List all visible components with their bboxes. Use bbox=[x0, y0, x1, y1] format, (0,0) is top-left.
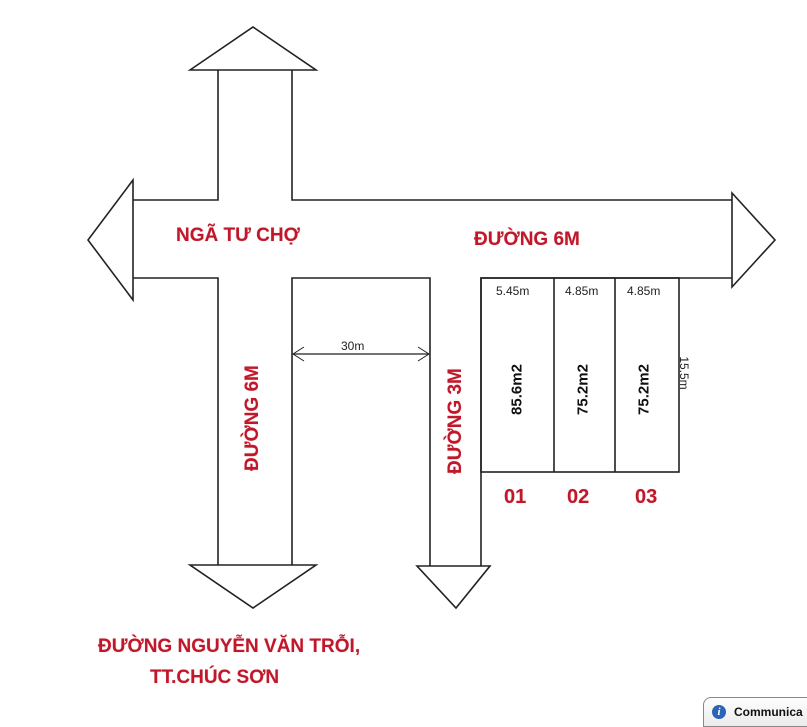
plot-id-02: 02 bbox=[567, 486, 590, 508]
address-line2: TT.CHÚC SƠN bbox=[150, 667, 280, 688]
plot-width-01: 5.45m bbox=[496, 284, 530, 298]
road-edge bbox=[133, 277, 219, 565]
distance-label: 30m bbox=[341, 339, 365, 353]
intersection-label: NGÃ TƯ CHỢ bbox=[176, 225, 300, 246]
plot-id-01: 01 bbox=[504, 486, 527, 508]
road-edge bbox=[133, 70, 219, 201]
info-icon: i bbox=[712, 705, 726, 719]
address-line1: ĐƯỜNG NGUYỄN VĂN TRỖI, bbox=[98, 636, 361, 657]
plot-id-03: 03 bbox=[635, 486, 658, 508]
road-edge bbox=[480, 277, 732, 566]
arrow-right-icon bbox=[731, 190, 777, 290]
plot-area-03: 75.2m2 bbox=[635, 364, 653, 415]
plot-boundary bbox=[480, 277, 680, 473]
arrow-down-icon bbox=[187, 564, 319, 609]
plot-area-01: 85.6m2 bbox=[508, 364, 526, 415]
notification-text: Communica bbox=[734, 705, 803, 719]
depth-label: 15.5m bbox=[677, 356, 691, 390]
notification-popup[interactable]: i Communica bbox=[703, 697, 807, 727]
arrow-down-small-icon bbox=[415, 565, 492, 610]
road-horizontal-label: ĐƯỜNG 6M bbox=[474, 229, 580, 250]
road-edge bbox=[291, 277, 431, 566]
road-vertical-label: ĐƯỜNG 6M bbox=[242, 365, 263, 471]
plot-area-02: 75.2m2 bbox=[574, 364, 592, 415]
road-edge bbox=[291, 70, 732, 201]
arrow-up-icon bbox=[187, 26, 319, 71]
plot-width-02: 4.85m bbox=[565, 284, 599, 298]
plot-width-03: 4.85m bbox=[627, 284, 661, 298]
arrow-left-icon bbox=[87, 177, 134, 303]
road-small-label: ĐƯỜNG 3M bbox=[445, 368, 466, 474]
